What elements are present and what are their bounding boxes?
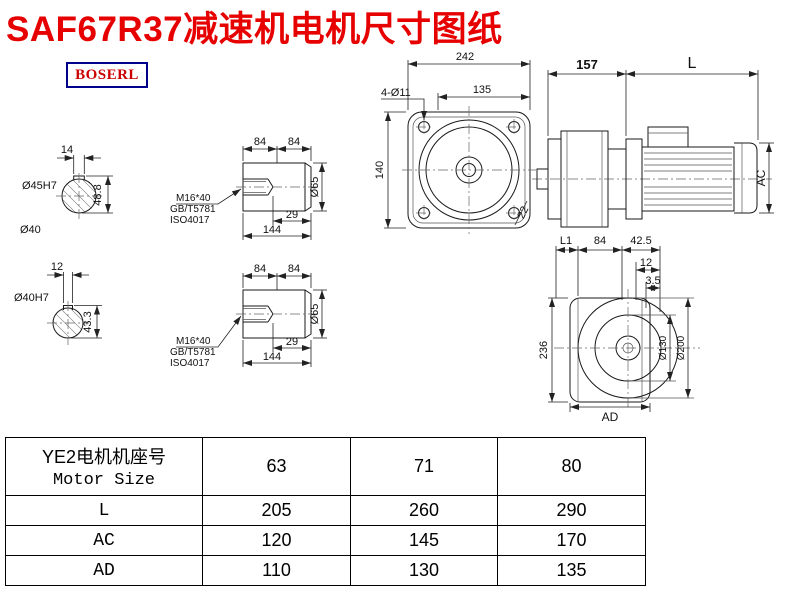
dim-AC: AC (754, 169, 768, 186)
bore-view-top: 84 84 29 144 Ø65 M16*40 GB/T5781 ISO4017 (170, 136, 327, 240)
table-row-L: L 205 260 290 (5, 495, 646, 526)
shaft-end-view-top: 14 48.8 Ø45H7 Ø40 (20, 144, 113, 236)
cell-AD-80: 135 (497, 555, 646, 586)
dim-84b: 84 (288, 136, 300, 148)
dim-12: 12 (640, 257, 652, 269)
logo-text: BOSERL (75, 66, 139, 83)
dim-84a: 84 (254, 136, 266, 148)
dim-84b: 84 (288, 263, 300, 275)
dim-84a: 84 (254, 263, 266, 275)
dim-keyway-width: 14 (61, 144, 73, 156)
dim-AD: AD (602, 410, 619, 424)
dim-keyway-width: 12 (51, 261, 63, 273)
cell-AD-63: 110 (202, 555, 351, 586)
gearmotor-side-view: 157 L AC (532, 55, 774, 228)
boserl-logo: BOSERL (66, 62, 148, 88)
cell-AD-71: 130 (350, 555, 498, 586)
gearbox-front-view: 242 135 4-Ø11 140 22 (374, 51, 536, 234)
dim-236: 236 (538, 341, 550, 359)
label-bore-dia: Ø45H7 (22, 180, 57, 192)
dim-140: 140 (374, 161, 386, 179)
table-header-row: YE2电机机座号 Motor Size 63 71 80 (5, 437, 646, 496)
dim-29: 29 (286, 209, 298, 221)
size-column-71: 71 (350, 437, 498, 496)
cell-L-63: 205 (202, 495, 351, 526)
dim-144: 144 (263, 351, 281, 363)
motor-size-label-en: Motor Size (52, 471, 156, 490)
dim-dia65: Ø65 (309, 304, 321, 325)
row-label-AD: AD (5, 555, 203, 586)
table-row-AC: AC 120 145 170 (5, 525, 646, 556)
dim-dia65: Ø65 (309, 177, 321, 198)
dim-keyway-depth: 43.3 (82, 311, 94, 332)
dim-dia200: Ø200 (676, 335, 687, 360)
technical-drawing: 14 48.8 Ø45H7 Ø40 (14, 51, 774, 424)
dim-keyway-depth: 48.8 (92, 184, 104, 205)
motor-dimension-table: YE2电机机座号 Motor Size 63 71 80 L 205 260 2… (5, 437, 646, 586)
shaft-end-view-bottom: 12 43.3 Ø40H7 (14, 261, 102, 345)
dim-3-5: 3.5 (645, 275, 660, 287)
dim-29: 29 (286, 336, 298, 348)
label-std-iso: ISO4017 (170, 215, 210, 226)
label-thread: M16*40 (176, 193, 211, 204)
label-outer-dia: Ø40 (20, 224, 41, 236)
label-std-iso: ISO4017 (170, 358, 210, 369)
dim-L: L (688, 55, 697, 72)
row-label-L: L (5, 495, 203, 526)
label-thread: M16*40 (176, 336, 211, 347)
size-column-80: 80 (497, 437, 646, 496)
bore-view-bottom: 84 84 29 144 Ø65 M16*40 GB/T5781 ISO4017 (170, 263, 327, 369)
dim-dia130: Ø130 (658, 335, 669, 360)
cell-AC-71: 145 (350, 525, 498, 556)
output-side-view: 236 L1 84 42.5 12 3.5 Ø130 Ø200 (538, 235, 700, 424)
page-title: SAF67R37减速机电机尺寸图纸 (6, 10, 503, 49)
cell-AC-63: 120 (202, 525, 351, 556)
dim-84: 84 (594, 235, 606, 247)
dim-42-5: 42.5 (630, 235, 651, 247)
dim-135: 135 (473, 84, 491, 96)
label-std-gb: GB/T5781 (170, 204, 216, 215)
motor-size-label-cn: YE2电机机座号 (41, 447, 167, 467)
dim-22: 22 (515, 205, 531, 221)
cell-L-80: 290 (497, 495, 646, 526)
dim-L1: L1 (560, 235, 572, 247)
cell-L-71: 260 (350, 495, 498, 526)
dim-242: 242 (456, 51, 474, 63)
label-bolt-holes: 4-Ø11 (381, 87, 411, 99)
label-std-gb: GB/T5781 (170, 347, 216, 358)
motor-size-header-cell: YE2电机机座号 Motor Size (5, 437, 203, 496)
dim-157: 157 (576, 57, 598, 72)
row-label-AC: AC (5, 525, 203, 556)
label-bore-dia: Ø40H7 (14, 292, 49, 304)
cell-AC-80: 170 (497, 525, 646, 556)
table-row-AD: AD 110 130 135 (5, 555, 646, 586)
dim-144: 144 (263, 224, 281, 236)
size-column-63: 63 (202, 437, 351, 496)
